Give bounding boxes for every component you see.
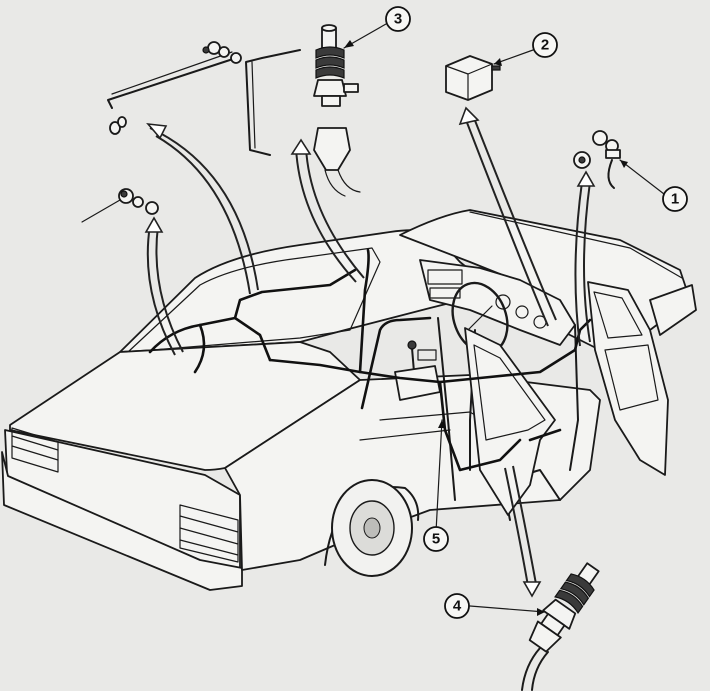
callout-3: 3 xyxy=(385,6,411,32)
pointer-arrows xyxy=(144,106,596,598)
component-3-switch xyxy=(245,24,361,197)
callout-3-label: 3 xyxy=(394,11,402,28)
car-body xyxy=(1,209,697,591)
callout-2: 2 xyxy=(532,32,558,58)
callout-1: 1 xyxy=(662,186,688,212)
callout-2-label: 2 xyxy=(541,37,549,54)
component-4-switch xyxy=(521,562,600,691)
component-1-door-switch xyxy=(573,130,621,189)
callout-5-label: 5 xyxy=(432,531,440,548)
left-switch xyxy=(81,188,159,223)
component-2-relay xyxy=(445,55,501,101)
leader-lines xyxy=(343,23,665,616)
rear-switch-rod xyxy=(107,41,242,135)
wiring-harness xyxy=(148,248,592,472)
callout-4-label: 4 xyxy=(453,598,462,615)
callout-1-label: 1 xyxy=(671,191,679,208)
callout-4: 4 xyxy=(444,593,470,619)
callout-5: 5 xyxy=(423,526,449,552)
